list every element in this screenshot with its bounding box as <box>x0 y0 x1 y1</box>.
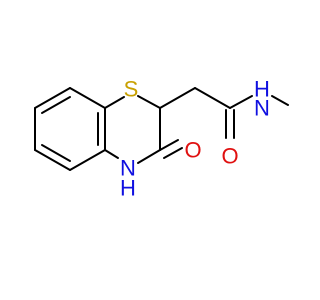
nitrogen-hydrogen-label: H <box>254 77 270 102</box>
double-bond <box>159 139 179 151</box>
nitrogen-hydrogen-label: H <box>120 176 136 201</box>
bond <box>34 87 71 109</box>
bond <box>229 95 253 109</box>
atom-nh-ring: N H <box>120 156 136 201</box>
nitrogen-label: N <box>120 156 136 181</box>
atom-nh-amide: N H <box>254 77 270 121</box>
bond <box>69 149 106 171</box>
thiazine-ring <box>104 95 161 164</box>
bond <box>104 96 125 109</box>
double-bond-inner <box>41 144 71 162</box>
nitrogen-label: N <box>254 96 270 121</box>
ring-carbonyl <box>159 139 183 159</box>
bond <box>34 149 71 171</box>
oxygen-label: O <box>184 138 201 163</box>
bond <box>104 149 119 159</box>
bond <box>159 87 196 109</box>
bond <box>271 95 289 106</box>
side-chain <box>159 87 289 139</box>
bond <box>137 149 161 164</box>
bond <box>194 87 231 109</box>
sulfur-label: S <box>124 77 139 102</box>
bond <box>69 87 106 109</box>
structure-diagram: S N H O O N H <box>34 77 289 201</box>
atom-o-amide: O <box>221 144 238 169</box>
double-bond <box>163 147 183 159</box>
bond <box>137 95 161 109</box>
benzene-ring <box>34 87 106 171</box>
double-bond-inner <box>41 96 71 114</box>
atom-s: S <box>124 77 139 102</box>
oxygen-label: O <box>221 144 238 169</box>
atom-o-ring: O <box>184 138 201 163</box>
